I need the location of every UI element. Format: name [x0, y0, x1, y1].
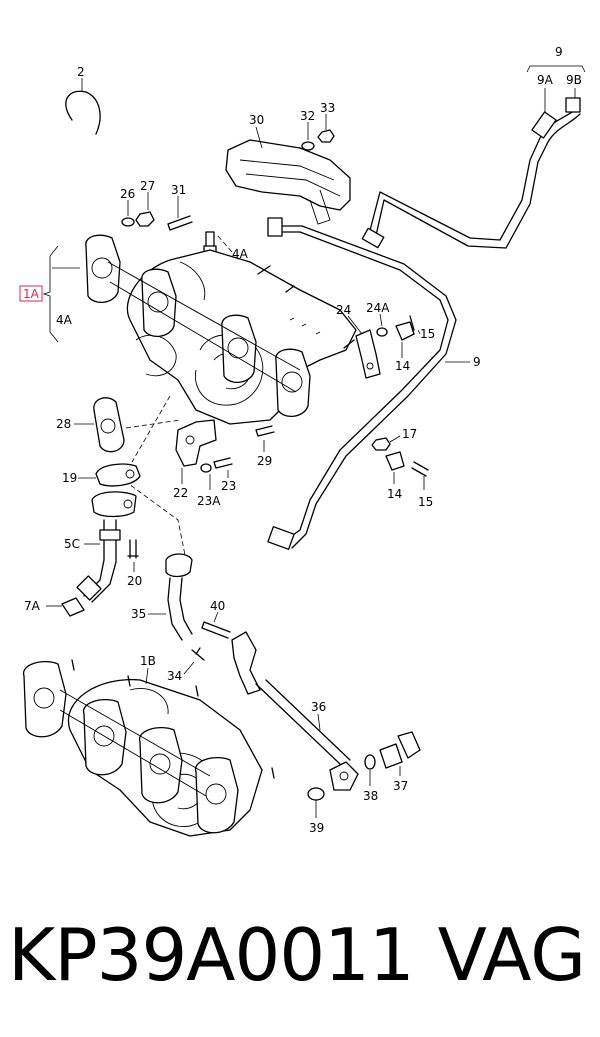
turbocharger-manifold-part-1b [23, 659, 275, 837]
label-36: 36 [311, 700, 326, 714]
label-23: 23 [221, 479, 236, 493]
sensor-part-4a [203, 231, 217, 253]
clamp-part-14-bottom [385, 451, 405, 471]
nut-part-33 [317, 129, 335, 143]
label-9: 9 [555, 45, 563, 59]
label-19: 19 [62, 471, 77, 485]
label-37: 37 [393, 779, 408, 793]
gasket-part-28 [93, 397, 125, 453]
bracket-part-24 [355, 329, 381, 379]
label-24: 24 [336, 303, 351, 317]
label-7a: 7A [24, 599, 41, 613]
label-29: 29 [257, 454, 272, 468]
label-35: 35 [131, 607, 146, 621]
label-33: 33 [320, 101, 335, 115]
label-9a: 9A [537, 73, 554, 87]
pipe-part-35 [165, 553, 193, 641]
part-number: KP39A0011 [8, 913, 415, 997]
label-5c: 5C [64, 537, 80, 551]
support-rod-part-36 [231, 631, 359, 791]
label-27: 27 [140, 179, 155, 193]
gasket-part-19 [95, 463, 141, 487]
nut-part-17 [371, 437, 391, 451]
label-34: 34 [167, 669, 182, 683]
banjo-bolt-part-37 [379, 731, 421, 769]
label-15-top: 15 [420, 327, 435, 341]
label-9b: 9B [566, 73, 582, 87]
label-1b: 1B [140, 654, 156, 668]
heat-shield-part-30 [225, 139, 351, 225]
label-23a: 23A [197, 494, 221, 508]
bolt-part-29 [255, 425, 275, 437]
label-28: 28 [56, 417, 71, 431]
clip-part-34 [191, 647, 205, 661]
washer-part-24a [376, 327, 388, 337]
label-40: 40 [210, 599, 225, 613]
bolt-part-15-bottom [411, 461, 429, 477]
turbocharger-manifold-part-1a [85, 234, 357, 425]
highlight-box-1a [19, 285, 43, 302]
washer-part-23a [200, 463, 212, 473]
oil-return-pipe-part-5c [76, 491, 137, 603]
label-24a: 24A [366, 301, 390, 315]
seal-ring-part-38 [364, 754, 376, 770]
circlip-part-2 [65, 90, 101, 135]
washer-part-26 [121, 217, 135, 227]
label-22: 22 [173, 486, 188, 500]
oil-feed-line-part-9 [267, 97, 581, 550]
fitting-part-7a [61, 597, 85, 617]
label-26: 26 [120, 187, 135, 201]
stud-part-31 [167, 215, 193, 231]
o-ring-part-39 [307, 787, 325, 801]
bolt-part-40 [201, 621, 231, 639]
washer-part-32 [301, 141, 315, 151]
label-20: 20 [127, 574, 142, 588]
bracket-part-22 [175, 419, 217, 467]
label-31: 31 [171, 183, 186, 197]
label-9-right: 9 [473, 355, 481, 369]
label-1a: 1A [23, 287, 40, 301]
label-17: 17 [402, 427, 417, 441]
bolt-part-15-top [409, 315, 415, 331]
label-32: 32 [300, 109, 315, 123]
label-14-top: 14 [395, 359, 410, 373]
brand-name: VAG [437, 913, 586, 997]
label-4a-left: 4A [56, 313, 73, 327]
clamp-part-14-top [395, 321, 415, 341]
nut-part-27 [135, 211, 155, 227]
exploded-parts-diagram: 2 9 9A 9B 9 30 32 33 26 27 31 4 [19, 45, 586, 837]
bolt-part-23 [213, 457, 233, 469]
label-30: 30 [249, 113, 264, 127]
label-38: 38 [363, 789, 378, 803]
label-14-bottom: 14 [387, 487, 402, 501]
footer: KP39A0011 VAG [0, 905, 600, 1005]
label-15-bottom: 15 [418, 495, 433, 509]
label-39: 39 [309, 821, 324, 835]
label-2: 2 [77, 65, 85, 79]
bolt-part-20 [127, 539, 139, 559]
